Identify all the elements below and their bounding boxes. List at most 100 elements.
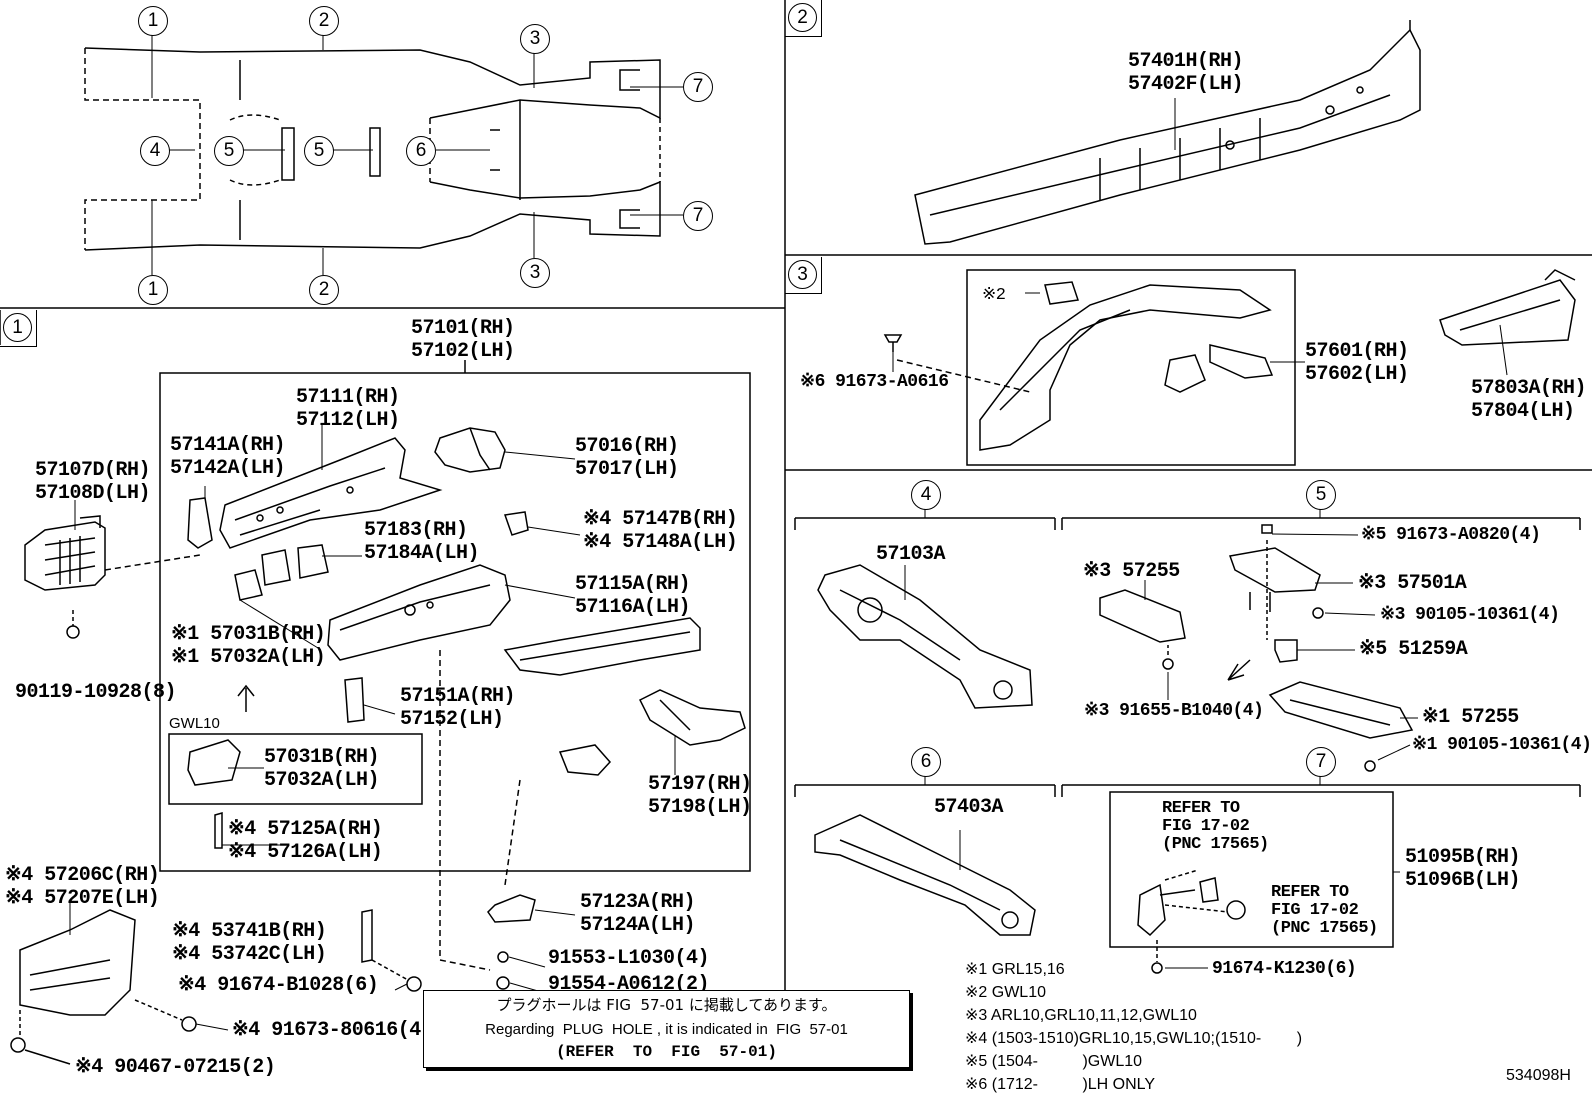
section-2-header: 2 bbox=[785, 0, 822, 37]
label-90467: ※4 90467-07215(2) bbox=[75, 1056, 276, 1079]
label-51259a: ※5 51259A bbox=[1359, 638, 1468, 661]
label-57107d: 57107D(RH) bbox=[35, 459, 151, 482]
section1-leaders bbox=[69, 423, 676, 1031]
label-gwl10: GWL10 bbox=[169, 715, 220, 732]
label-57103a: 57103A bbox=[876, 543, 946, 566]
label-91655-b1040: ※3 91655-B1040(4) bbox=[1084, 701, 1264, 721]
label-57601: 57601(RH) bbox=[1305, 340, 1409, 363]
label-57206c: ※4 57206C(RH) bbox=[5, 864, 160, 887]
callout-3: 3 bbox=[520, 258, 550, 288]
label-57803a: 57803A(RH) bbox=[1471, 377, 1587, 400]
callout-1: 1 bbox=[138, 275, 168, 305]
label-91673-a0616: ※6 91673-A0616 bbox=[800, 372, 949, 392]
label-90105-10361-b: ※1 90105-10361(4) bbox=[1412, 735, 1592, 755]
label-57198: 57198(LH) bbox=[648, 796, 752, 819]
plug-note-jp: プラグホールは FIG 57-01 に掲載してあります。 bbox=[496, 996, 837, 1014]
overview-leaders bbox=[151, 35, 683, 275]
ref1-line3: (PNC 17565) bbox=[1162, 835, 1269, 854]
ref1-line1: REFER TO bbox=[1162, 799, 1240, 818]
label-57197: 57197(RH) bbox=[648, 773, 752, 796]
section3-box bbox=[966, 269, 1296, 466]
section3-parts bbox=[883, 269, 1576, 451]
section7-parts bbox=[1061, 775, 1581, 974]
label-57031b: ※1 57031B(RH) bbox=[171, 623, 326, 646]
gwl10-box bbox=[168, 733, 423, 805]
label-57255-b: ※1 57255 bbox=[1422, 706, 1519, 729]
label-57148a: ※4 57148A(LH) bbox=[583, 531, 738, 554]
label-57207e: ※4 57207E(LH) bbox=[5, 887, 160, 910]
label-57602: 57602(LH) bbox=[1305, 363, 1409, 386]
label-57183: 57183(RH) bbox=[364, 519, 468, 542]
label-91673-80616: ※4 91673-80616(4) bbox=[232, 1019, 433, 1042]
label-57101: 57101(RH) bbox=[411, 317, 515, 340]
label-53742c: ※4 53742C(LH) bbox=[172, 943, 327, 966]
section-7-header: 7 bbox=[1306, 747, 1336, 777]
callout-4: 4 bbox=[140, 136, 170, 166]
plug-note-ref: (REFER TO FIG 57-01) bbox=[556, 1043, 777, 1061]
label-57032a: ※1 57032A(LH) bbox=[171, 646, 326, 669]
note-5: ※5 (1504- )GWL10 bbox=[965, 1053, 1143, 1070]
section6-parts bbox=[794, 775, 1056, 936]
label-51096b: 51096B(LH) bbox=[1405, 869, 1521, 892]
label-57402f: 57402F(LH) bbox=[1128, 73, 1244, 96]
label-57115a: 57115A(RH) bbox=[575, 573, 691, 596]
label-57501a: ※3 57501A bbox=[1358, 572, 1467, 595]
callout-2: 2 bbox=[309, 275, 339, 305]
note-1: ※1 GRL15,16 bbox=[965, 961, 1065, 978]
label-91554: 91554-A0612(2) bbox=[548, 973, 710, 996]
note-2: ※2 GWL10 bbox=[965, 984, 1046, 1001]
label-57255-a: ※3 57255 bbox=[1083, 560, 1180, 583]
label-90119: 90119-10928(8) bbox=[15, 681, 177, 704]
label-57124a: 57124A(LH) bbox=[580, 914, 696, 937]
label-57126a: ※4 57126A(LH) bbox=[228, 841, 383, 864]
label-91673-a0820: ※5 91673-A0820(4) bbox=[1361, 525, 1541, 545]
label-57016: 57016(RH) bbox=[575, 435, 679, 458]
label-57125a: ※4 57125A(RH) bbox=[228, 818, 383, 841]
callout-6: 6 bbox=[406, 136, 436, 166]
label-90105-10361-a: ※3 90105-10361(4) bbox=[1380, 605, 1560, 625]
plug-hole-note: プラグホールは FIG 57-01 に掲載してあります。 Regarding P… bbox=[423, 990, 910, 1068]
section-6-header: 6 bbox=[911, 747, 941, 777]
overview-chassis bbox=[84, 47, 661, 251]
label-gwl-57031b: 57031B(RH) bbox=[264, 746, 380, 769]
note-6: ※6 (1712- )LH ONLY bbox=[965, 1076, 1156, 1093]
section1-parts bbox=[10, 427, 746, 1065]
label-51095b: 51095B(RH) bbox=[1405, 846, 1521, 869]
label-57184a: 57184A(LH) bbox=[364, 542, 480, 565]
label-57401h: 57401H(RH) bbox=[1128, 50, 1244, 73]
label-mark-2: ※2 bbox=[982, 286, 1006, 305]
plug-note-en: Regarding PLUG HOLE , it is indicated in… bbox=[485, 1021, 848, 1038]
note-4: ※4 (1503-1510)GRL10,15,GWL10;(1510- ) bbox=[965, 1030, 1303, 1047]
label-57152: 57152(LH) bbox=[400, 708, 504, 731]
section2-parts bbox=[914, 20, 1421, 245]
callout-5: 5 bbox=[304, 136, 334, 166]
callout-5: 5 bbox=[214, 136, 244, 166]
ref2-line3: (PNC 17565) bbox=[1271, 919, 1378, 938]
label-57147b: ※4 57147B(RH) bbox=[583, 508, 738, 531]
section-5-header: 5 bbox=[1306, 480, 1336, 510]
label-91674-b1028: ※4 91674-B1028(6) bbox=[178, 974, 379, 997]
label-91674-k1230: 91674-K1230(6) bbox=[1212, 959, 1357, 979]
label-57102: 57102(LH) bbox=[411, 340, 515, 363]
label-57142a: 57142A(LH) bbox=[170, 457, 286, 480]
callout-1: 1 bbox=[138, 6, 168, 36]
section-3-header: 3 bbox=[785, 257, 822, 294]
note-3: ※3 ARL10,GRL10,11,12,GWL10 bbox=[965, 1007, 1197, 1024]
diagram-id: 534098H bbox=[1506, 1067, 1571, 1084]
section4-parts bbox=[794, 508, 1056, 709]
ref1-line2: FIG 17-02 bbox=[1162, 817, 1250, 836]
callout-7: 7 bbox=[683, 201, 713, 231]
label-57804: 57804(LH) bbox=[1471, 400, 1575, 423]
label-57116a: 57116A(LH) bbox=[575, 596, 691, 619]
ref2-line2: FIG 17-02 bbox=[1271, 901, 1359, 920]
frame-lines bbox=[0, 0, 1592, 990]
label-57123a: 57123A(RH) bbox=[580, 891, 696, 914]
section-4-header: 4 bbox=[911, 480, 941, 510]
section1-main-box bbox=[159, 372, 751, 872]
label-57112: 57112(LH) bbox=[296, 409, 400, 432]
label-57141a: 57141A(RH) bbox=[170, 434, 286, 457]
label-91553: 91553-L1030(4) bbox=[548, 947, 710, 970]
section5-parts bbox=[1061, 508, 1581, 772]
